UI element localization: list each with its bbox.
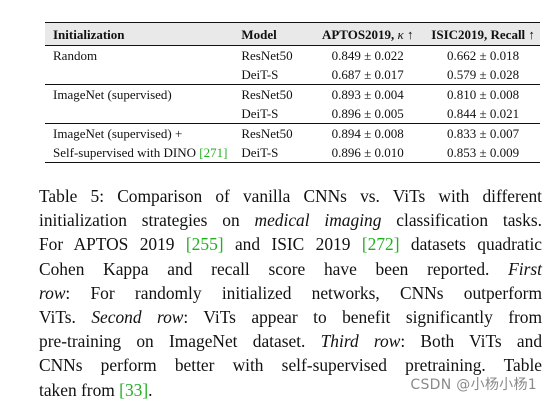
header-row: Initialization Model APTOS2019, κ ↑ ISIC… [45, 22, 540, 46]
caption-text: ViTs. [39, 307, 92, 328]
caption-text: For APTOS 2019 [39, 234, 186, 255]
caption-text: and ISIC 2019 [223, 234, 362, 255]
row-init-text: Self-supervised with DINO [53, 145, 200, 160]
row-isic: 0.810 ± 0.008 [447, 87, 520, 102]
row-aptos: 0.896 ± 0.005 [309, 104, 427, 124]
header-isic: ISIC2019, Recall ↑ [426, 22, 540, 46]
row-isic: 0.662 ± 0.018 [447, 48, 520, 63]
table-row: Random ResNet50 0.849 ± 0.022 0.662 ± 0.… [45, 46, 540, 66]
row-aptos: 0.849 ± 0.022 [331, 48, 404, 63]
row-init: ImageNet (supervised) [53, 87, 172, 102]
row-init: Self-supervised with DINO [271] [45, 143, 242, 163]
results-table-container: Initialization Model APTOS2019, κ ↑ ISIC… [45, 22, 540, 163]
citation-link[interactable]: [33] [119, 379, 149, 400]
caption-line: pre-training on ImageNet dataset. Third … [39, 329, 542, 353]
kappa-symbol: κ [397, 26, 404, 42]
row-init: ImageNet (supervised) + [53, 126, 183, 141]
table-row: DeiT-S 0.687 ± 0.017 0.579 ± 0.028 [45, 65, 540, 85]
caption-text: datasets quadratic [399, 234, 543, 255]
caption-line: Table 5: Comparison of vanilla CNNs vs. … [39, 184, 542, 208]
row-model: ResNet50 [241, 87, 293, 102]
caption-emphasis: First [508, 258, 542, 279]
row-model: ResNet50 [241, 48, 293, 63]
row-isic: 0.833 ± 0.007 [447, 126, 520, 141]
row-init [45, 104, 242, 124]
row-init [45, 65, 242, 85]
caption-emphasis: row [39, 282, 66, 303]
caption-text: CNNs perform better with self-supervised… [39, 355, 542, 376]
caption-line: initialization strategies on medical ima… [39, 208, 542, 232]
caption-line: ViTs. Second row: ViTs appear to benefit… [39, 305, 542, 329]
caption-line: For APTOS 2019 [255] and ISIC 2019 [272]… [39, 232, 542, 256]
row-aptos: 0.894 ± 0.008 [331, 126, 404, 141]
header-aptos-label: APTOS2019, [321, 26, 398, 42]
caption-text: Table 5: Comparison of vanilla CNNs vs. … [39, 186, 542, 206]
caption-text: Cohen Kappa and recall score have been r… [39, 258, 509, 279]
row-model: DeiT-S [241, 104, 310, 124]
caption-text: : For randomly initialized networks, CNN… [65, 282, 542, 303]
caption-line: Cohen Kappa and recall score have been r… [39, 257, 542, 281]
row-model: DeiT-S [241, 65, 310, 85]
row-aptos: 0.687 ± 0.017 [309, 65, 427, 85]
table-header: Initialization Model APTOS2019, κ ↑ ISIC… [45, 22, 540, 46]
header-initialization: Initialization [45, 22, 242, 46]
citation-link[interactable]: [271] [199, 145, 228, 160]
caption-emphasis: Third row [320, 331, 401, 352]
row-aptos: 0.893 ± 0.004 [331, 87, 404, 102]
caption-emphasis: Second row [91, 307, 184, 328]
caption-text: : ViTs appear to benefit significantly f… [183, 307, 543, 328]
citation-link[interactable]: [255] [185, 234, 224, 255]
table-body: Random ResNet50 0.849 ± 0.022 0.662 ± 0.… [45, 46, 540, 163]
caption-text: initialization strategies on [39, 210, 255, 231]
header-model: Model [241, 22, 310, 46]
table-caption: Table 5: Comparison of vanilla CNNs vs. … [39, 184, 542, 402]
caption-text: . [148, 379, 153, 400]
table-row: ImageNet (supervised) + ResNet50 0.894 ±… [45, 124, 540, 144]
row-model: ResNet50 [241, 126, 293, 141]
header-aptos: APTOS2019, κ ↑ [309, 22, 427, 46]
caption-text: pre-training on ImageNet dataset. [39, 331, 321, 352]
table-row: Self-supervised with DINO [271] DeiT-S 0… [45, 143, 540, 163]
row-aptos: 0.896 ± 0.010 [309, 143, 427, 163]
row-init: Random [53, 48, 98, 63]
table-row: ImageNet (supervised) ResNet50 0.893 ± 0… [45, 85, 540, 105]
row-model: DeiT-S [241, 143, 310, 163]
caption-text: classification tasks. [381, 210, 542, 231]
caption-text: taken from [39, 379, 120, 400]
table-row: DeiT-S 0.896 ± 0.005 0.844 ± 0.021 [45, 104, 540, 124]
results-table: Initialization Model APTOS2019, κ ↑ ISIC… [45, 22, 540, 163]
row-isic: 0.579 ± 0.028 [426, 65, 540, 85]
caption-text: : Both ViTs and [400, 331, 543, 352]
watermark: CSDN @小杨小杨1 [410, 377, 537, 393]
citation-link[interactable]: [272] [361, 234, 400, 255]
caption-line: taken from [33]. [39, 378, 542, 402]
up-arrow: ↑ [403, 26, 414, 42]
row-isic: 0.844 ± 0.021 [426, 104, 540, 124]
caption-line: row: For randomly initialized networks, … [39, 281, 542, 305]
row-isic: 0.853 ± 0.009 [426, 143, 540, 163]
caption-line: CNNs perform better with self-supervised… [39, 353, 542, 377]
caption-emphasis: medical imaging [254, 210, 382, 231]
